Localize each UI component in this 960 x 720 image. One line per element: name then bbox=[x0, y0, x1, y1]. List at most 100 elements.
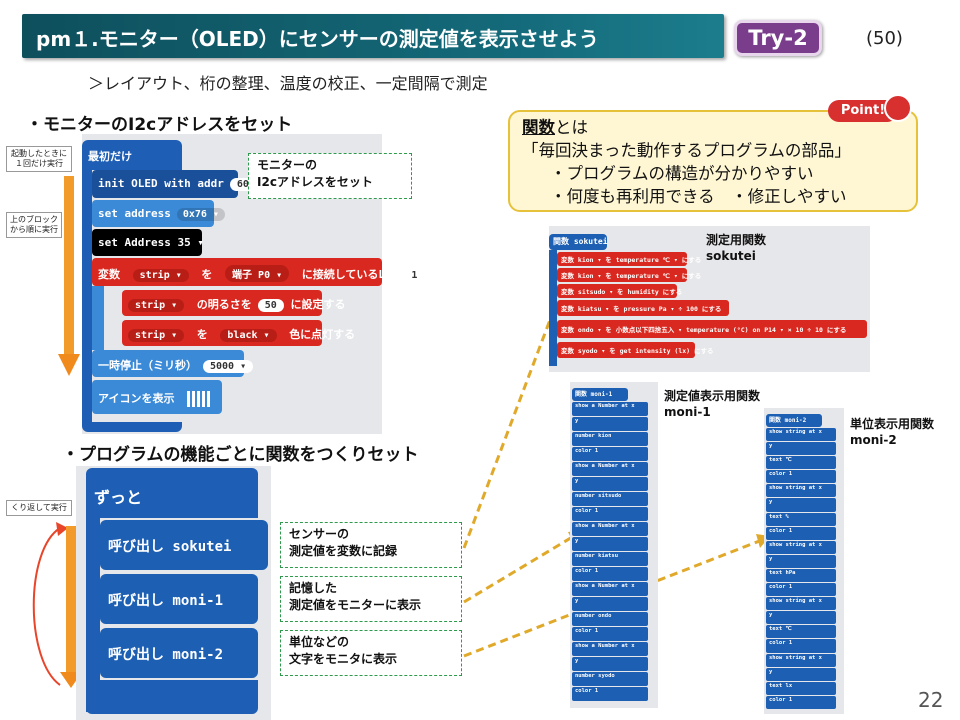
moni2-caption-line2: moni-2 bbox=[850, 433, 897, 447]
moni2-row[interactable]: show string at x bbox=[766, 484, 836, 498]
moni1-header-block[interactable]: 関数 moni-1 bbox=[572, 388, 628, 401]
sokutei-row-kiatsu[interactable]: 変数 kiatsu ▾ を pressure Pa ▾ ÷ 100 にする bbox=[557, 300, 729, 316]
moni2-row[interactable]: text % bbox=[766, 512, 836, 526]
down-arrow-icon bbox=[58, 176, 80, 376]
wo-keyword: を bbox=[201, 268, 213, 281]
strip-var-pill[interactable]: strip ▾ bbox=[128, 299, 185, 312]
moni2-row[interactable]: color 1 bbox=[766, 470, 836, 484]
moni2-row[interactable]: show string at x bbox=[766, 540, 836, 554]
brightness-value[interactable]: 50 bbox=[257, 299, 284, 312]
moni2-row[interactable]: text hPa bbox=[766, 568, 836, 583]
moni1-row[interactable]: y bbox=[572, 537, 648, 551]
on-start-label: 最初だけ bbox=[88, 150, 132, 163]
forever-spine bbox=[86, 516, 100, 712]
sokutei-caption-line1: 測定用関数 bbox=[706, 233, 767, 247]
moni1-caption-line2: moni-1 bbox=[664, 405, 711, 419]
show-icon-block[interactable]: アイコンを表示 bbox=[92, 380, 222, 414]
on-start-spine bbox=[82, 168, 92, 424]
call-sokutei-block[interactable]: 呼び出し sokutei bbox=[100, 520, 268, 570]
moni2-row[interactable]: color 1 bbox=[766, 526, 836, 540]
call-sokutei-label: 呼び出し sokutei bbox=[108, 539, 232, 555]
sokutei-row-syodo[interactable]: 変数 syodo ▾ を get intensity (lx) にする bbox=[557, 342, 714, 358]
moni1-row[interactable]: number syodo bbox=[572, 672, 648, 686]
moni1-row[interactable]: y bbox=[572, 597, 648, 611]
moni1-caption: 測定値表示用関数 moni-1 bbox=[664, 388, 760, 420]
pin-dropdown[interactable]: 端子 P0 ▾ bbox=[225, 265, 290, 282]
led-count-value[interactable]: 1 bbox=[404, 269, 425, 282]
color-dropdown[interactable]: black ▾ bbox=[220, 329, 277, 342]
moni1-row[interactable]: color 1 bbox=[572, 507, 648, 521]
strip-var-pill-2[interactable]: strip ▾ bbox=[128, 329, 185, 342]
moni1-row[interactable]: color 1 bbox=[572, 567, 648, 581]
sokutei-row-3-text: 変数 sitsudo ▾ を humidity にする bbox=[561, 288, 683, 296]
subtitle: ＞レイアウト、桁の整理、温度の校正、一定間隔で測定 bbox=[88, 74, 488, 93]
color-pre-label: を bbox=[196, 328, 208, 341]
note-moni1: 記憶した 測定値をモニターに表示 bbox=[280, 576, 462, 622]
moni2-row[interactable]: show string at x bbox=[766, 597, 836, 611]
moni2-row[interactable]: color 1 bbox=[766, 695, 836, 709]
moni2-row[interactable]: y bbox=[766, 611, 836, 625]
heart-icon[interactable] bbox=[187, 391, 212, 407]
moni2-row[interactable]: show string at x bbox=[766, 653, 836, 667]
moni2-row[interactable]: y bbox=[766, 498, 836, 512]
pause-value[interactable]: 5000 ▾ bbox=[203, 360, 254, 373]
sokutei-row-sitsudo[interactable]: 変数 sitsudo ▾ を humidity にする bbox=[557, 284, 682, 298]
pointing-hand-icon bbox=[884, 94, 912, 122]
moni2-row[interactable]: y bbox=[766, 667, 836, 681]
moni1-row[interactable]: number sitsudo bbox=[572, 492, 648, 506]
moni1-row[interactable]: number ondo bbox=[572, 612, 648, 626]
moni1-row[interactable]: number kion bbox=[572, 432, 648, 446]
sokutei-row-kion-1[interactable]: 変数 kion ▾ を temperature ℃ ▾ にする bbox=[557, 252, 701, 266]
set-address-dropdown[interactable]: 0x76 ▾ bbox=[176, 208, 225, 221]
moni2-row[interactable]: text lx bbox=[766, 681, 836, 695]
call-moni1-label: 呼び出し moni-1 bbox=[108, 593, 224, 609]
strip-dropdown[interactable]: strip ▾ bbox=[132, 269, 189, 282]
sokutei-row-ondo[interactable]: 変数 ondo ▾ を 小数点以下四捨五入 ▾ temperature (°C)… bbox=[557, 320, 867, 338]
moni2-header-block[interactable]: 関数 moni-2 bbox=[766, 414, 822, 427]
moni1-row[interactable]: y bbox=[572, 417, 648, 431]
moni1-row[interactable]: show a Number at x bbox=[572, 522, 648, 536]
slide-number: 22 bbox=[918, 688, 944, 712]
sokutei-row-4-text: 変数 kiatsu ▾ を pressure Pa ▾ ÷ 100 にする bbox=[561, 305, 722, 313]
moni1-row[interactable]: show a Number at x bbox=[572, 402, 648, 416]
moni2-caption: 単位表示用関数 moni-2 bbox=[850, 416, 934, 448]
moni1-row[interactable]: show a Number at x bbox=[572, 642, 648, 656]
moni2-row[interactable]: text ℃ bbox=[766, 456, 836, 470]
moni2-row[interactable]: y bbox=[766, 442, 836, 456]
moni2-row[interactable]: color 1 bbox=[766, 583, 836, 597]
show-color-block[interactable]: strip ▾ を black ▾ 色に点灯する bbox=[122, 320, 355, 346]
moni1-row[interactable]: number kiatsu bbox=[572, 552, 648, 566]
sokutei-row-kion-2[interactable]: 変数 kion ▾ を temperature ℃ ▾ にする bbox=[557, 268, 701, 282]
moni1-row[interactable]: color 1 bbox=[572, 687, 648, 701]
note-moni2: 単位などの 文字をモニタに表示 bbox=[280, 630, 462, 676]
on-start-block[interactable]: 最初だけ bbox=[82, 140, 182, 170]
call-moni1-block[interactable]: 呼び出し moni-1 bbox=[100, 574, 258, 624]
forever-block[interactable]: ずっと bbox=[86, 468, 258, 518]
moni1-row[interactable]: color 1 bbox=[572, 627, 648, 641]
moni1-row[interactable]: show a Number at x bbox=[572, 462, 648, 476]
pause-block[interactable]: 一時停止（ミリ秒）5000 ▾ bbox=[92, 350, 254, 377]
call-moni2-block[interactable]: 呼び出し moni-2 bbox=[100, 628, 258, 678]
moni2-row[interactable]: color 1 bbox=[766, 639, 836, 653]
sokutei-row-5-text: 変数 ondo ▾ を 小数点以下四捨五入 ▾ temperature (°C)… bbox=[561, 326, 847, 334]
point-definition: 「毎回決まった動作するプログラムの部品」 bbox=[522, 141, 851, 160]
moni2-row[interactable]: show string at x bbox=[766, 428, 836, 442]
section1-heading: ・モニターのI2cアドレスをセット bbox=[26, 115, 293, 135]
slide-title: pm１.モニター（OLED）にセンサーの測定値を表示させよう bbox=[22, 14, 724, 58]
moni2-row[interactable]: text ℃ bbox=[766, 625, 836, 639]
forever-label: ずっと bbox=[94, 488, 143, 507]
moni1-row[interactable]: y bbox=[572, 477, 648, 491]
sokutei-header-block[interactable]: 関数 sokutei bbox=[549, 234, 608, 250]
call-moni2-label: 呼び出し moni-2 bbox=[108, 647, 224, 663]
moni1-row[interactable]: y bbox=[572, 657, 648, 671]
moni2-row[interactable]: y bbox=[766, 554, 836, 568]
show-icon-label: アイコンを表示 bbox=[98, 392, 175, 405]
sokutei-caption-line2: sokutei bbox=[706, 249, 756, 263]
set-address-35-block[interactable]: set Address 35 ▾ bbox=[92, 229, 204, 256]
moni1-row[interactable]: show a Number at x bbox=[572, 582, 648, 596]
moni1-row[interactable]: color 1 bbox=[572, 447, 648, 461]
